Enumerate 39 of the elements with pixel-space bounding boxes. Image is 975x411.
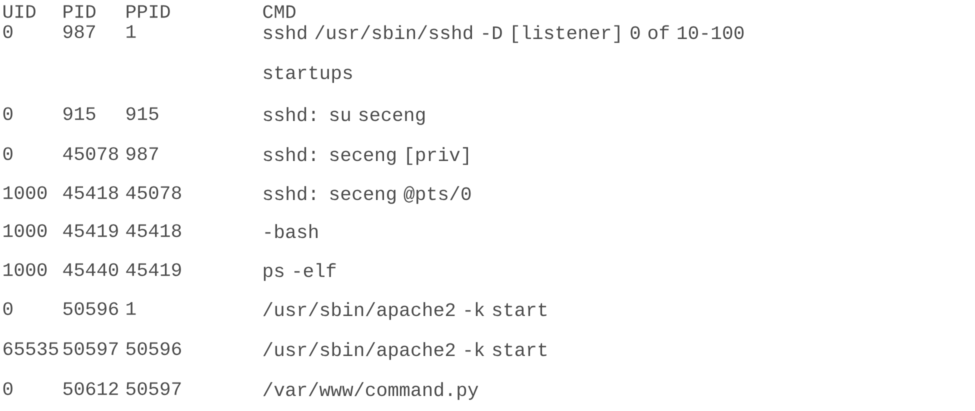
table-entry: 50597 [63, 342, 118, 356]
table-entry: 0 [3, 382, 12, 396]
table-entry: /usr/sbin/apache2 -k start [263, 342, 546, 360]
table-entry: 915 [64, 107, 96, 120]
table-entry: 987 [126, 147, 158, 160]
column-header: PPID [126, 5, 170, 18]
table-entry: 987 [64, 25, 95, 38]
table-entry: 0 [3, 107, 12, 120]
table-entry: /usr/sbin/apache2 -k start [263, 302, 546, 320]
table-entry: 1000 [4, 263, 47, 276]
table-entry: 915 [126, 107, 158, 120]
table-entry: 0 [3, 147, 12, 160]
table-entry: 45078 [126, 186, 181, 200]
table-entry: 65535 [4, 342, 58, 356]
table-entry: sshd: su seceng [264, 107, 425, 125]
table-entry: sshd: seceng @pts/0 [264, 186, 471, 204]
table-entry: 45440 [63, 263, 118, 276]
table-entry: 1000 [4, 224, 47, 238]
table-entry: 0 [3, 25, 12, 38]
table-entry: ps -elf [264, 263, 336, 281]
table-entry: 45078 [63, 147, 118, 160]
column-header: UID [4, 5, 36, 18]
table-entry: 45418 [126, 224, 181, 238]
table-entry: 45418 [63, 186, 118, 200]
table-entry: /var/www/command.py [263, 382, 478, 400]
column-header: PID [64, 5, 96, 18]
table-entry: 45419 [126, 263, 181, 276]
table-entry: -bash [265, 224, 318, 238]
table-entry: 50596 [126, 342, 181, 356]
table-entry: 50596 [63, 302, 118, 316]
table-entry: 50612 [63, 382, 118, 396]
table-entry: 1000 [4, 186, 47, 200]
table-entry: sshd: seceng [priv] [264, 147, 468, 165]
table-entry: 0 [3, 302, 12, 316]
table-entry: 1 [126, 302, 136, 315]
table-entry: 1 [126, 25, 136, 38]
table-entry: 45419 [63, 224, 118, 238]
column-header: CMD [263, 5, 296, 18]
table-entry: 50597 [126, 382, 181, 396]
